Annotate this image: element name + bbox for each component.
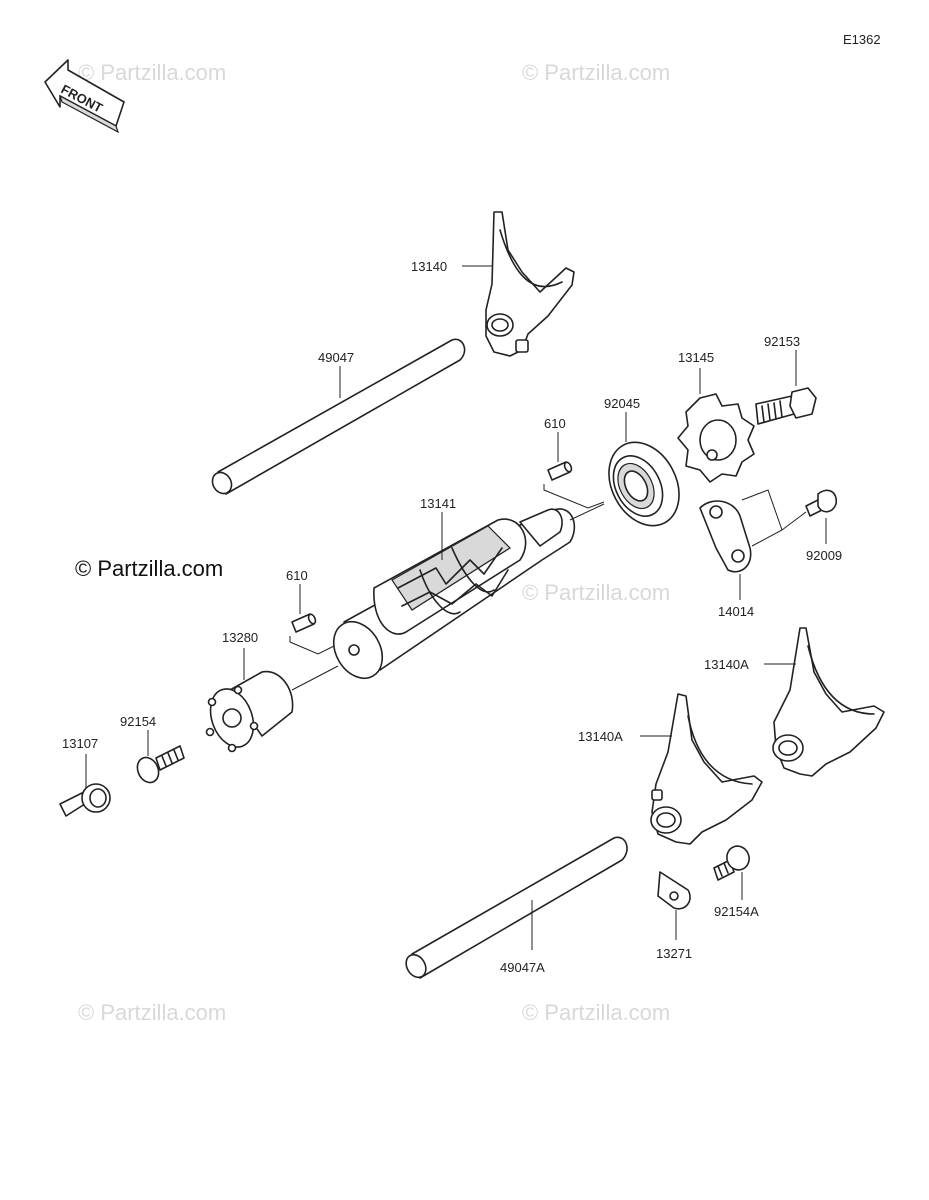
- label-92009: 92009: [806, 548, 842, 563]
- lock-plate-13271: [657, 871, 691, 910]
- bolt-92153: [755, 387, 817, 425]
- shift-fork-13140A-left: [650, 693, 763, 845]
- label-49047A: 49047A: [500, 960, 545, 975]
- label-610-left: 610: [286, 568, 308, 583]
- watermark-bottom-right: © Partzilla.com: [522, 1000, 670, 1025]
- dowel-pin-610-left: [291, 613, 317, 633]
- screw-92009: [805, 489, 838, 517]
- bolt-92154A: [713, 845, 750, 881]
- label-13140A-right: 13140A: [704, 657, 749, 672]
- label-92154: 92154: [120, 714, 156, 729]
- bolt-92154: [136, 745, 185, 784]
- drum-pin-13107: [59, 783, 111, 817]
- watermark-main: © Partzilla.com: [75, 556, 223, 581]
- label-13140A-left: 13140A: [578, 729, 623, 744]
- label-13271: 13271: [656, 946, 692, 961]
- diagram-code: E1362: [843, 32, 881, 47]
- label-92045: 92045: [604, 396, 640, 411]
- front-arrow-icon: FRONT: [44, 59, 125, 134]
- dowel-pin-610-top: [547, 461, 573, 481]
- label-13145: 13145: [678, 350, 714, 365]
- bearing-92045: [608, 441, 680, 527]
- watermark-middle: © Partzilla.com: [522, 580, 670, 605]
- label-49047: 49047: [318, 350, 354, 365]
- label-92154A: 92154A: [714, 904, 759, 919]
- watermark-bottom-left: © Partzilla.com: [78, 1000, 226, 1025]
- holder-plate-14014: [699, 500, 752, 573]
- shift-fork-13140: [485, 211, 575, 357]
- label-13107: 13107: [62, 736, 98, 751]
- label-14014: 14014: [718, 604, 754, 619]
- label-92153: 92153: [764, 334, 800, 349]
- watermark-top-right: © Partzilla.com: [522, 60, 670, 85]
- shift-drum-13141: [332, 508, 576, 680]
- label-13280: 13280: [222, 630, 258, 645]
- watermark-top-left: © Partzilla.com: [78, 60, 226, 85]
- shift-fork-13140A-right: [772, 627, 885, 777]
- label-610-top: 610: [544, 416, 566, 431]
- shaft-49047: [211, 338, 466, 495]
- label-13141: 13141: [420, 496, 456, 511]
- label-13140: 13140: [411, 259, 447, 274]
- cam-plate-13145: [677, 393, 755, 483]
- watermarks: © Partzilla.com © Partzilla.com © Partzi…: [78, 60, 670, 1025]
- pin-holder-13280: [205, 670, 294, 753]
- shaft-49047A: [405, 836, 628, 979]
